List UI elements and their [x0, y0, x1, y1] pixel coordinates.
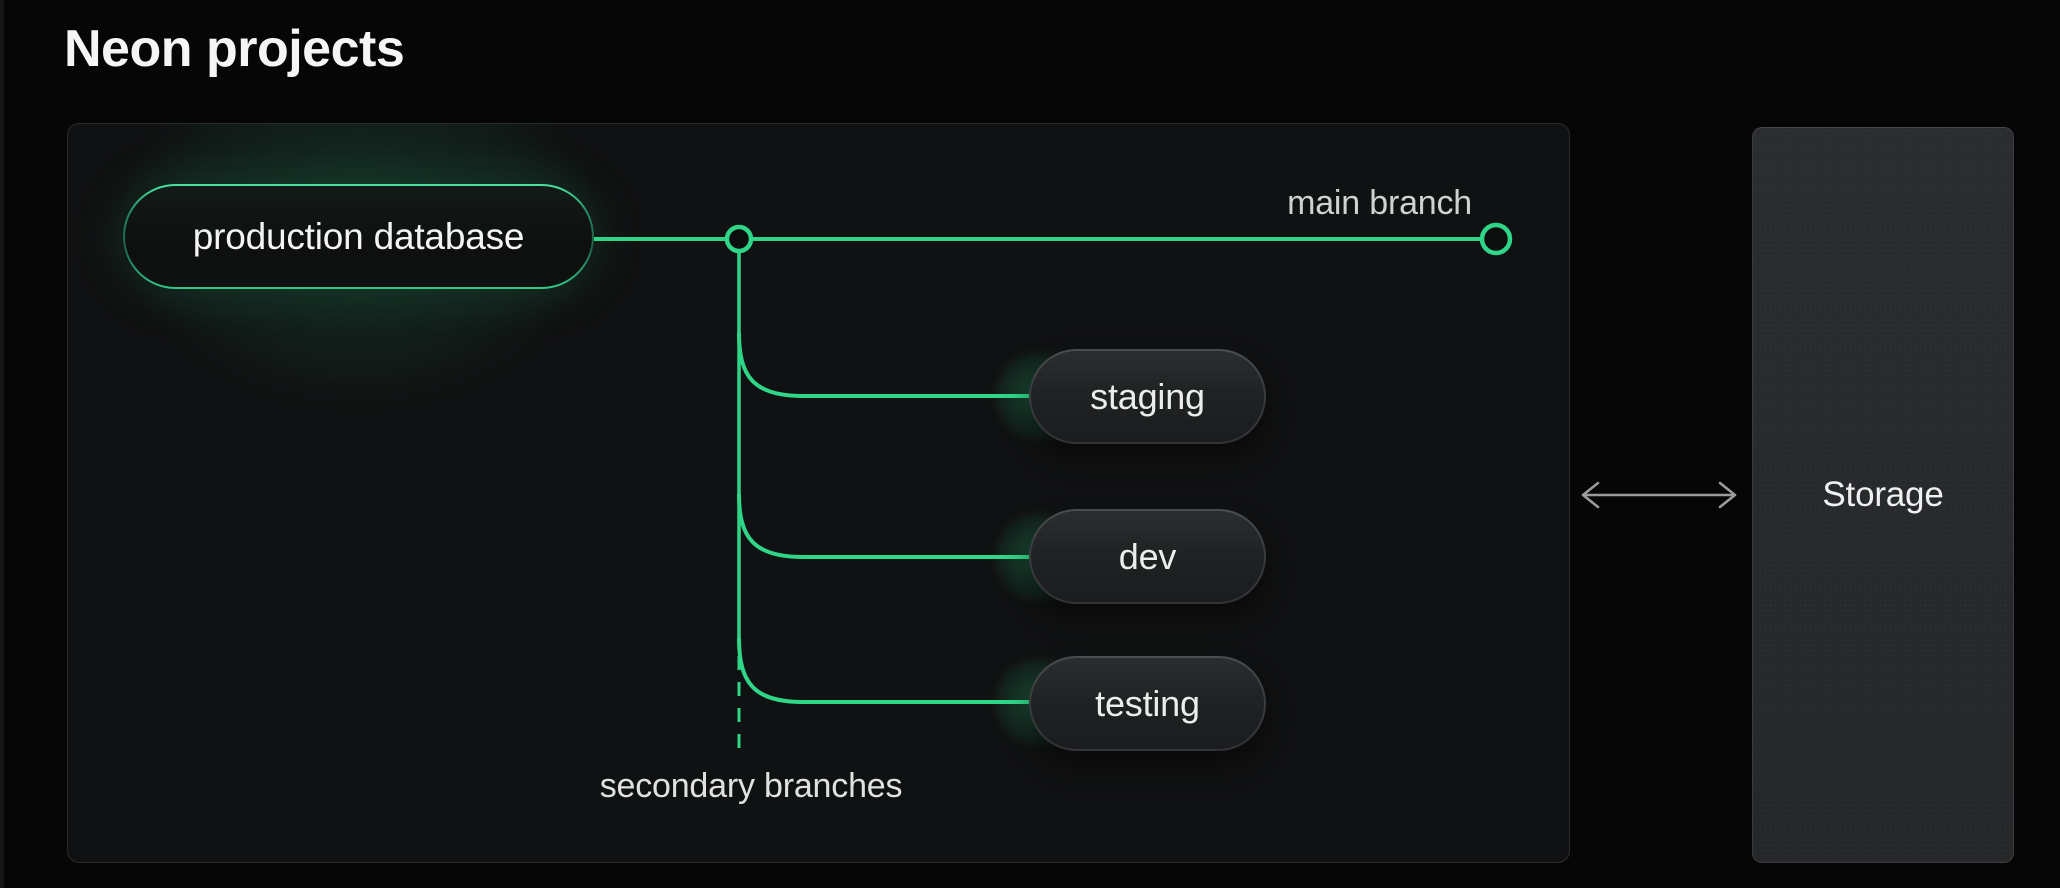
project-panel: production database staging dev testing … — [67, 123, 1570, 863]
arrow-left-head — [1581, 481, 1600, 509]
testing-label: testing — [1095, 682, 1200, 724]
main-branch-label: main branch — [1287, 184, 1472, 222]
branch-junction-node — [724, 224, 754, 254]
storage-sync-arrow-icon — [1581, 481, 1737, 509]
storage-label: Storage — [1822, 475, 1944, 514]
production-database-pill: production database — [123, 184, 594, 289]
branch-diagram — [594, 222, 1513, 756]
arrow-right-head — [1718, 481, 1737, 509]
dev-pill: dev — [1029, 509, 1266, 604]
page-title: Neon projects — [64, 20, 405, 78]
testing-pill: testing — [1029, 656, 1266, 751]
dev-branch-line — [737, 493, 1029, 559]
staging-branch-line — [737, 332, 1029, 398]
production-database-label: production database — [192, 215, 525, 257]
testing-branch-line — [737, 637, 1029, 704]
staging-pill: staging — [1029, 349, 1266, 444]
main-branch-end-node — [1479, 222, 1513, 256]
dev-label: dev — [1118, 535, 1177, 577]
secondary-branches-label: secondary branches — [599, 767, 903, 805]
staging-label: staging — [1090, 375, 1205, 417]
storage-panel: Storage — [1752, 127, 2014, 863]
left-edge-divider — [0, 0, 4, 888]
